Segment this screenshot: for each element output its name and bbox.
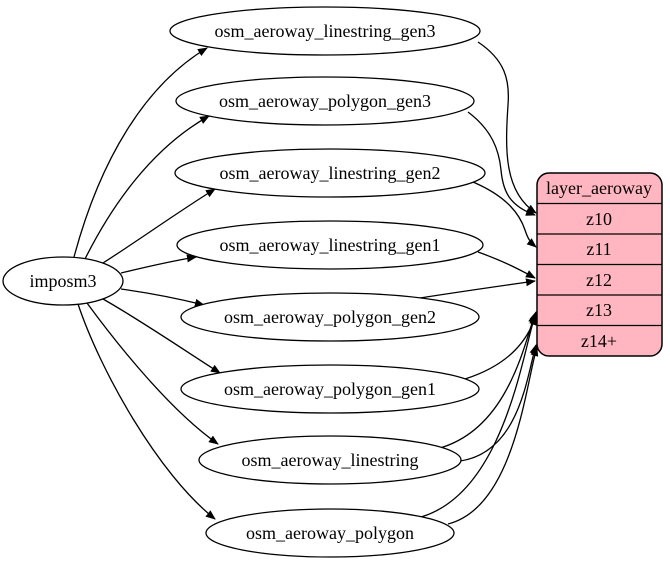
edge-osm_aeroway_linestring_gen2-to-z11 <box>472 181 537 248</box>
table-ellipse <box>198 435 462 485</box>
edge-osm_aeroway_linestring-to-z14 <box>459 344 538 462</box>
edge-osm_aeroway_linestring-to-z13 <box>439 313 536 449</box>
table-label: osm_aeroway_linestring_gen3 <box>215 21 436 41</box>
table-label: osm_aeroway_linestring_gen1 <box>220 235 441 255</box>
record-row-z12: z12 <box>586 270 612 290</box>
node-osm_aeroway_polygon_gen2: osm_aeroway_polygon_gen2 <box>180 292 480 342</box>
record-row-z14: z14+ <box>581 331 617 351</box>
table-ellipse <box>169 6 481 56</box>
imposm3-label: imposm3 <box>29 271 96 291</box>
table-ellipse <box>174 148 486 198</box>
node-osm_aeroway_polygon_gen1: osm_aeroway_polygon_gen1 <box>180 364 480 414</box>
edge-imposm3-to-osm_aeroway_polygon_gen1 <box>102 298 221 374</box>
table-ellipse <box>176 220 484 270</box>
record-node-layer-aeroway: layer_aeroway z10 z11 z12 z13 z14+ <box>536 172 663 357</box>
node-osm_aeroway_polygon_gen3: osm_aeroway_polygon_gen3 <box>175 76 475 126</box>
edge-osm_aeroway_polygon-to-z14 <box>447 346 539 525</box>
record-row-z10: z10 <box>586 209 612 229</box>
table-ellipse <box>180 364 480 414</box>
table-label: osm_aeroway_linestring <box>242 450 419 470</box>
record-title: layer_aeroway <box>546 178 652 198</box>
edge-imposm3-to-osm_aeroway_linestring_gen2 <box>102 188 216 264</box>
node-osm_aeroway_linestring_gen3: osm_aeroway_linestring_gen3 <box>169 6 481 56</box>
table-label: osm_aeroway_polygon_gen2 <box>224 307 436 327</box>
edge-osm_aeroway_polygon_gen1-to-z13 <box>464 315 537 380</box>
edges-from-source <box>73 47 221 520</box>
record-row-z13: z13 <box>586 300 612 320</box>
edge-imposm3-to-osm_aeroway_linestring_gen1 <box>120 254 197 274</box>
table-label: osm_aeroway_polygon <box>246 523 414 543</box>
table-label: osm_aeroway_polygon_gen3 <box>219 91 431 111</box>
table-ellipse <box>175 76 475 126</box>
table-ellipse <box>180 292 480 342</box>
edge-osm_aeroway_polygon_gen2-to-z12 <box>419 278 536 299</box>
edge-imposm3-to-osm_aeroway_linestring_gen3 <box>73 47 208 258</box>
edge-imposm3-to-osm_aeroway_linestring <box>86 302 219 445</box>
edge-imposm3-to-osm_aeroway_polygon <box>77 303 216 520</box>
node-osm_aeroway_linestring_gen1: osm_aeroway_linestring_gen1 <box>176 220 484 270</box>
node-osm_aeroway_polygon: osm_aeroway_polygon <box>205 508 455 558</box>
table-ellipse <box>205 508 455 558</box>
edge-osm_aeroway_polygon-to-z13 <box>420 311 537 518</box>
edges-to-record <box>419 41 539 525</box>
edge-imposm3-to-osm_aeroway_polygon_gen2 <box>120 288 205 307</box>
table-label: osm_aeroway_polygon_gen1 <box>224 379 436 399</box>
record-row-z11: z11 <box>586 239 611 259</box>
node-imposm3: imposm3 <box>2 256 124 306</box>
edge-osm_aeroway_linestring_gen3-to-z10 <box>477 41 537 214</box>
table-label: osm_aeroway_linestring_gen2 <box>220 163 441 183</box>
edge-imposm3-to-osm_aeroway_polygon_gen3 <box>84 115 210 260</box>
node-osm_aeroway_linestring_gen2: osm_aeroway_linestring_gen2 <box>174 148 486 198</box>
imposm3-ellipse <box>2 256 124 306</box>
node-osm_aeroway_linestring: osm_aeroway_linestring <box>198 435 462 485</box>
edge-osm_aeroway_linestring_gen1-to-z12 <box>477 251 536 279</box>
edge-osm_aeroway_polygon_gen3-to-z10 <box>467 111 536 216</box>
